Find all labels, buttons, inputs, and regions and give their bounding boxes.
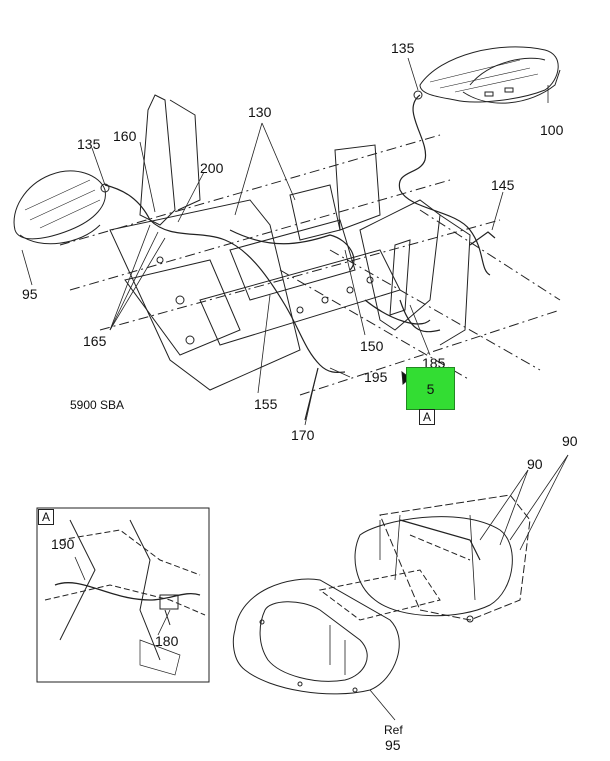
callout-200[interactable]: 200 xyxy=(200,160,224,176)
leader-lines xyxy=(21,57,549,426)
mirror-top-right xyxy=(413,46,561,104)
callout-90-b[interactable]: 90 xyxy=(562,433,578,449)
callout-100[interactable]: 100 xyxy=(540,122,564,138)
callout-180[interactable]: 180 xyxy=(155,633,179,649)
callout-130[interactable]: 130 xyxy=(248,104,272,120)
callout-195[interactable]: 195 xyxy=(364,369,388,385)
callout-145[interactable]: 145 xyxy=(491,177,515,193)
callout-170[interactable]: 170 xyxy=(291,427,315,443)
hotspot-5[interactable]: 5 xyxy=(406,367,455,410)
detail-box-label-a: A xyxy=(38,509,54,525)
hotspot-label: 5 xyxy=(426,380,435,397)
callout-155[interactable]: 155 xyxy=(254,396,278,412)
detail-a-inset xyxy=(36,507,210,683)
model-label: 5900 SBA xyxy=(70,398,125,412)
detail-marker-a[interactable]: A xyxy=(419,409,435,425)
mirror-left xyxy=(13,170,110,245)
callout-190[interactable]: 190 xyxy=(51,536,75,552)
callout-160[interactable]: 160 xyxy=(113,128,137,144)
callout-90-a[interactable]: 90 xyxy=(527,456,543,472)
callout-ref-word: Ref xyxy=(384,723,403,737)
callout-165[interactable]: 165 xyxy=(83,333,107,349)
callout-95-left[interactable]: 95 xyxy=(22,286,38,302)
wiring-harness xyxy=(104,94,496,421)
chassis-frame xyxy=(59,94,561,396)
callout-135-left[interactable]: 135 xyxy=(77,136,101,152)
mirror-assembly-bottom xyxy=(232,454,569,721)
callout-135-top[interactable]: 135 xyxy=(391,40,415,56)
callout-150[interactable]: 150 xyxy=(360,338,384,354)
callout-ref-95[interactable]: 95 xyxy=(385,737,401,753)
